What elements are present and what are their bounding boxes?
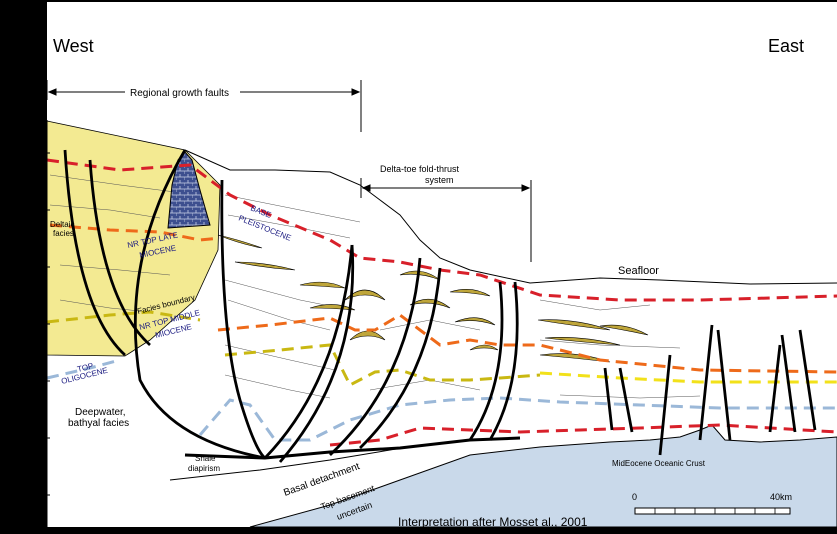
twtt-tick-label: 2	[33, 206, 39, 217]
sand-lenses	[217, 234, 649, 363]
twtt-tick-label: 6	[33, 434, 39, 445]
scale-end-label: 40km	[770, 492, 792, 502]
horizon-late-miocene-east	[217, 313, 837, 374]
east-label: East	[768, 36, 804, 56]
scale-bar: 0 40km	[632, 492, 792, 515]
deltaic-facies-label-1: Deltaic	[50, 220, 74, 229]
twtt-arrow-head	[17, 352, 23, 360]
horizon-late-miocene	[49, 223, 221, 242]
delta-toe-bracket	[360, 178, 532, 262]
horizon-yellow-east	[539, 371, 837, 384]
horizon-basement	[329, 423, 837, 447]
detachment-thin-line	[169, 444, 421, 481]
twtt-label: TWTT	[20, 270, 30, 295]
credit-label: Interpretation after Mosset al., 2001	[398, 515, 588, 529]
regional-growth-faults-bracket	[46, 80, 362, 132]
horizon-middle-miocene	[46, 310, 201, 324]
seafloor-label: Seafloor	[618, 265, 659, 277]
twtt-tick-label: 7	[33, 491, 39, 502]
faults	[63, 149, 817, 463]
horizon-oligocene-east	[198, 396, 837, 442]
twtt-tick-label: 5	[33, 377, 39, 388]
horizons	[46, 158, 837, 447]
oceanic-crust-area	[249, 424, 837, 528]
west-label: West	[53, 36, 94, 56]
delta-toe-label-1: Delta-toe fold-thrust	[380, 164, 460, 174]
horizon-oligocene	[46, 358, 121, 380]
seafloor-line	[184, 149, 837, 285]
horizon-middle-miocene-east	[224, 343, 541, 388]
twtt-tick-label: 4	[33, 320, 39, 331]
deepwater-label-2: bathyal facies	[68, 418, 129, 429]
horizon-base-pleistocene	[46, 158, 837, 302]
twtt-tick-label: 3	[33, 263, 39, 274]
shale-diapirism-label-2: diapirism	[188, 464, 220, 473]
scale-start-label: 0	[632, 492, 637, 502]
regional-growth-faults-label: Regional growth faults	[130, 88, 229, 99]
twtt-axis: 1 2 3 4 5 6 7	[17, 120, 50, 527]
shale-diapir	[167, 151, 211, 229]
mideocene-crust-label: MidEocene Oceanic Crust	[612, 459, 706, 468]
deltaic-facies-label-2: facies	[53, 229, 74, 238]
delta-toe-label-2: system	[425, 175, 454, 185]
top-oligocene-label-1: TOP	[76, 361, 94, 374]
deepwater-label-1: Deepwater,	[75, 407, 126, 418]
shale-diapirism-label-1: Shale	[195, 454, 216, 463]
twtt-tick-label: 1	[33, 149, 39, 160]
basal-detachment	[184, 436, 521, 460]
